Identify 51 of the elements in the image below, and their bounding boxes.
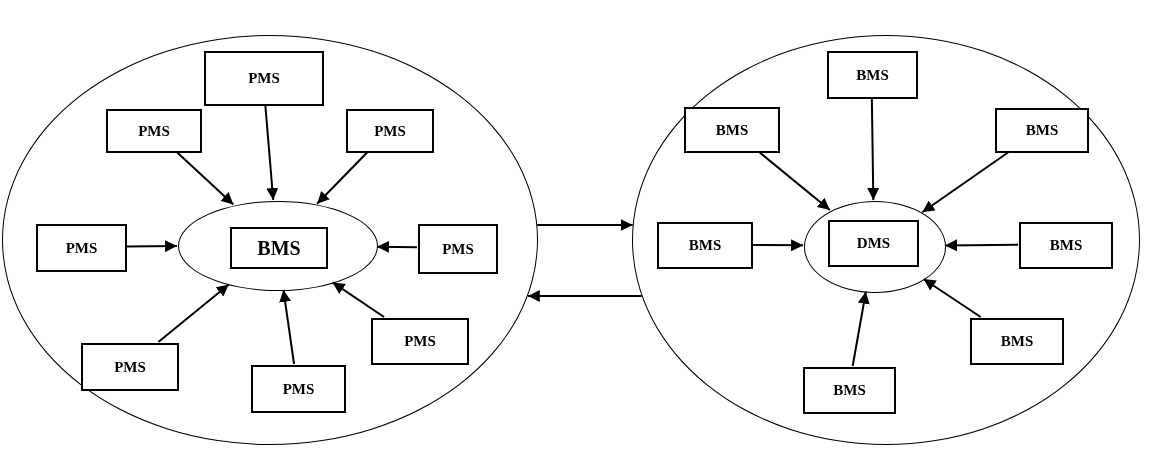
box-label: PMS <box>282 381 315 397</box>
label-box <box>81 343 179 391</box>
arrow <box>536 219 634 231</box>
box-label: BMS <box>856 67 889 83</box>
arrow <box>751 239 804 252</box>
box-label: PMS <box>138 123 170 139</box>
box-label: BMS <box>688 238 722 253</box>
arrow <box>331 281 386 318</box>
box-label: BMS <box>715 122 749 138</box>
arrow <box>175 151 235 206</box>
arrow <box>157 283 230 343</box>
box-label: BMS <box>833 383 866 398</box>
label-box <box>995 108 1089 153</box>
arrow <box>922 277 982 318</box>
arrow <box>867 97 880 201</box>
box-label: PMS <box>114 359 146 375</box>
label-box <box>106 109 202 153</box>
arrow <box>944 239 1019 252</box>
box-label: BMS <box>1025 123 1059 138</box>
label-box <box>371 318 469 365</box>
arrow <box>758 151 831 211</box>
arrow <box>921 151 1010 214</box>
label-box <box>36 224 127 272</box>
label-box <box>803 367 896 414</box>
label-box <box>251 365 346 413</box>
arrow <box>264 104 279 202</box>
box-label: BMS <box>1000 334 1034 349</box>
box-label: PMS <box>442 241 474 257</box>
label-box <box>346 109 434 153</box>
arrow <box>316 151 369 205</box>
box-label: PMS <box>65 240 98 256</box>
box-label: PMS <box>248 71 280 86</box>
arrow <box>279 288 296 365</box>
box-label: BMS <box>1049 238 1083 253</box>
label-box <box>657 222 753 269</box>
box-label: DMS <box>856 236 891 251</box>
arrow <box>125 240 179 253</box>
label-box <box>418 224 498 274</box>
label-box <box>684 107 780 153</box>
box-label: PMS <box>374 123 406 139</box>
label-box <box>204 51 324 106</box>
arrow <box>375 240 418 253</box>
box-label: PMS <box>404 334 436 349</box>
label-box <box>1019 222 1113 269</box>
box-label: BMS <box>257 238 301 258</box>
label-box <box>970 318 1064 365</box>
arrow <box>851 290 870 367</box>
arrow <box>526 290 643 302</box>
label-box <box>230 227 328 269</box>
label-box <box>827 51 918 99</box>
label-box <box>828 220 919 267</box>
